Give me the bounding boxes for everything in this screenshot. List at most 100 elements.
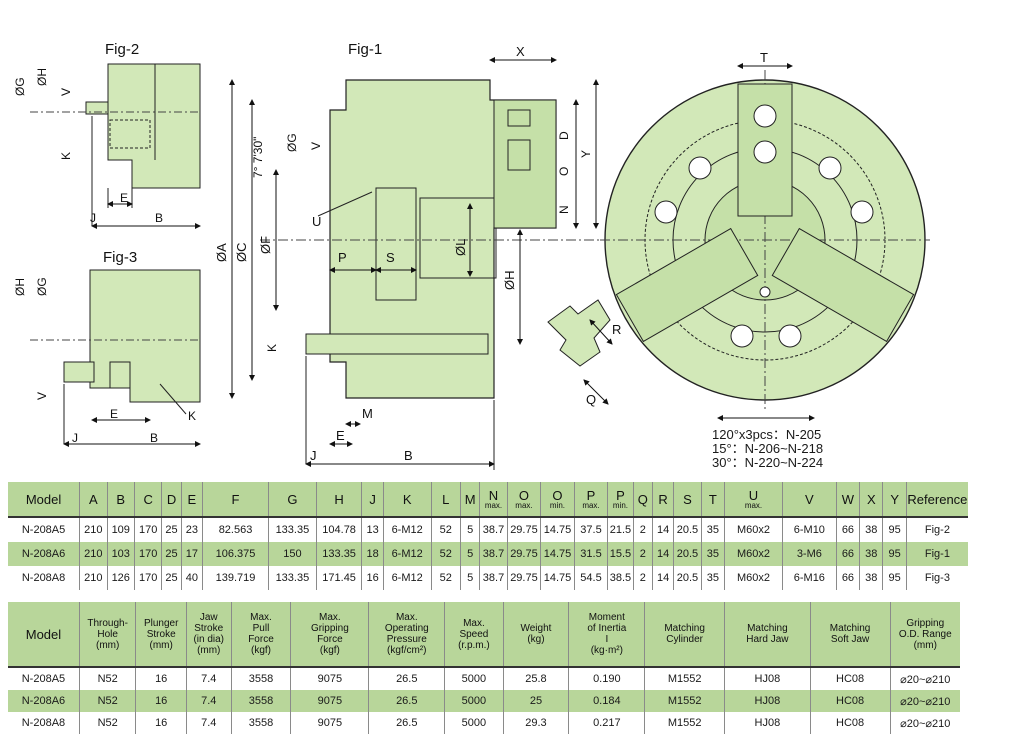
table-cell: N-208A5 (8, 666, 80, 690)
table1-header: K (383, 482, 432, 517)
svg-text:X: X (516, 44, 525, 59)
table-cell: M1552 (644, 690, 726, 712)
table-cell: 18 (361, 542, 384, 566)
table-cell: N-208A5 (8, 516, 81, 542)
table-cell: 52 (431, 542, 461, 566)
table-cell: 26.5 (368, 712, 446, 734)
table2-header: Weight(kg) (503, 602, 570, 667)
table-cell: 5000 (444, 712, 504, 734)
table1-header: D (161, 482, 182, 517)
fig1-title: Fig-1 (348, 41, 382, 58)
table-cell: 5000 (444, 666, 504, 690)
table1-header: E (181, 482, 204, 517)
table-cell: 139.719 (202, 566, 270, 590)
table-cell: 9075 (290, 666, 370, 690)
table-cell: Fig-3 (924, 572, 950, 584)
svg-text:E: E (110, 407, 118, 421)
table-cell: 38.7 (479, 542, 508, 566)
table-cell: 2 (633, 516, 653, 542)
table1-header: Model (8, 482, 81, 517)
table-cell: 29.75 (507, 516, 542, 542)
table-cell: 21.5 (607, 516, 634, 542)
table-cell: M1552 (644, 712, 726, 734)
table-cell: 95 (882, 566, 907, 590)
table-cell: 0.190 (568, 666, 646, 690)
svg-text:B: B (155, 211, 163, 225)
table1-header: R (652, 482, 675, 517)
front-view: T (600, 50, 930, 421)
svg-text:B: B (150, 431, 158, 445)
table-cell: 3-M6 (782, 542, 837, 566)
table-cell: 35 (701, 566, 726, 590)
table1-header: Reference (906, 482, 968, 517)
svg-text:7° 7'30": 7° 7'30" (251, 137, 265, 178)
table-cell: 23 (181, 516, 204, 542)
table-cell: 210 (79, 566, 108, 590)
table-cell: 66 (836, 566, 861, 590)
table-cell: 25 (503, 690, 570, 712)
note-line: 30°：N-220~N-224 (712, 455, 824, 470)
table1-header: T (701, 482, 726, 517)
table-cell: 170 (134, 542, 163, 566)
table-cell: 14.75 (540, 566, 575, 590)
table-cell: M60x2 (724, 542, 783, 566)
table-cell: 29.75 (507, 542, 542, 566)
table-cell: 9075 (290, 712, 370, 734)
table-cell: 25.8 (503, 666, 570, 690)
table-cell: 26.5 (368, 666, 446, 690)
table2-header: Max.Speed(r.p.m.) (444, 602, 504, 667)
table1-header: V (782, 482, 837, 517)
svg-text:ØL: ØL (453, 239, 468, 256)
table-cell: N-208A6 (8, 542, 81, 566)
table-cell: 14 (652, 566, 675, 590)
table-cell: Fig-2 (906, 516, 968, 542)
table-cell: 14.75 (540, 542, 575, 566)
table-cell: 66 (836, 516, 861, 542)
table-cell: 20.5 (673, 566, 702, 590)
table-cell: 210 (79, 542, 108, 566)
table-cell: 16 (135, 690, 187, 712)
table-cell: M1552 (644, 666, 726, 690)
table1-header: W (836, 482, 861, 517)
svg-text:V: V (59, 88, 73, 96)
table-cell: N-208A8 (8, 566, 81, 590)
svg-text:ØC: ØC (234, 243, 249, 263)
table-cell: 3558 (231, 666, 292, 690)
table-cell: 126 (107, 566, 135, 590)
table-cell: 38.7 (479, 516, 508, 542)
technical-drawings: Fig-2 E B J ØG ØH V K Fig-3 E B J K ØH Ø… (13, 41, 930, 470)
table-cell: 15.5 (607, 542, 634, 566)
svg-text:E: E (336, 428, 345, 443)
svg-text:K: K (265, 344, 279, 352)
svg-text:E: E (120, 191, 128, 205)
svg-text:J: J (72, 431, 78, 445)
table-cell: M60x2 (724, 566, 783, 590)
table-cell: ⌀20~⌀210 (890, 690, 960, 712)
table-cell: 95 (882, 516, 907, 542)
svg-text:K: K (188, 409, 196, 423)
table-cell: 3558 (231, 690, 292, 712)
svg-text:K: K (59, 152, 73, 160)
table-cell: 25 (161, 566, 182, 590)
svg-text:V: V (35, 392, 49, 400)
table-cell: 52 (431, 516, 461, 542)
table-cell: 17 (181, 542, 204, 566)
table-cell: 5 (460, 542, 481, 566)
table-cell: 106.375 (202, 542, 270, 566)
table-cell: N52 (79, 690, 137, 712)
table-cell: 54.5 (574, 566, 609, 590)
table1-header: G (268, 482, 317, 517)
table-cell: 26.5 (368, 690, 446, 712)
table-cell: 6-M12 (383, 516, 432, 542)
